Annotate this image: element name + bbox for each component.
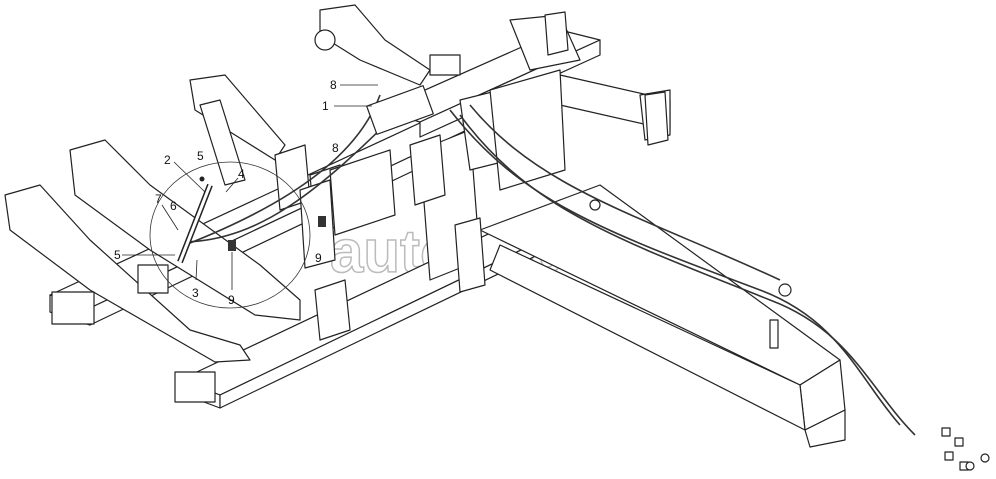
arm-3 <box>189 74 286 186</box>
callouts: 1 2 3 4 5 5 6 7 8 8 9 9 <box>114 78 378 307</box>
detail-circle <box>149 161 311 309</box>
arm-2 <box>69 139 301 403</box>
callout-1: 1 <box>322 99 329 113</box>
callout-7: 7 <box>155 192 162 206</box>
callout-5-top: 5 <box>197 149 204 163</box>
arm-1 <box>4 184 251 363</box>
drawbar <box>479 184 846 448</box>
hydraulic-cylinder <box>177 183 213 264</box>
callout-9-left: 9 <box>228 293 235 307</box>
callout-5-bottom: 5 <box>114 248 121 262</box>
callout-9-right: 9 <box>315 251 322 265</box>
callout-6: 6 <box>170 199 177 213</box>
hydraulic-hoses <box>184 54 916 436</box>
part-9-block <box>228 240 236 251</box>
callout-3: 3 <box>192 286 199 300</box>
callout-4: 4 <box>238 167 245 181</box>
arm-4 <box>314 4 431 86</box>
hose-couplers <box>941 427 990 471</box>
callout-8-mid: 8 <box>332 141 339 155</box>
part-9-block <box>318 216 326 227</box>
callout-2: 2 <box>164 153 171 167</box>
callout-8-top: 8 <box>330 78 337 92</box>
